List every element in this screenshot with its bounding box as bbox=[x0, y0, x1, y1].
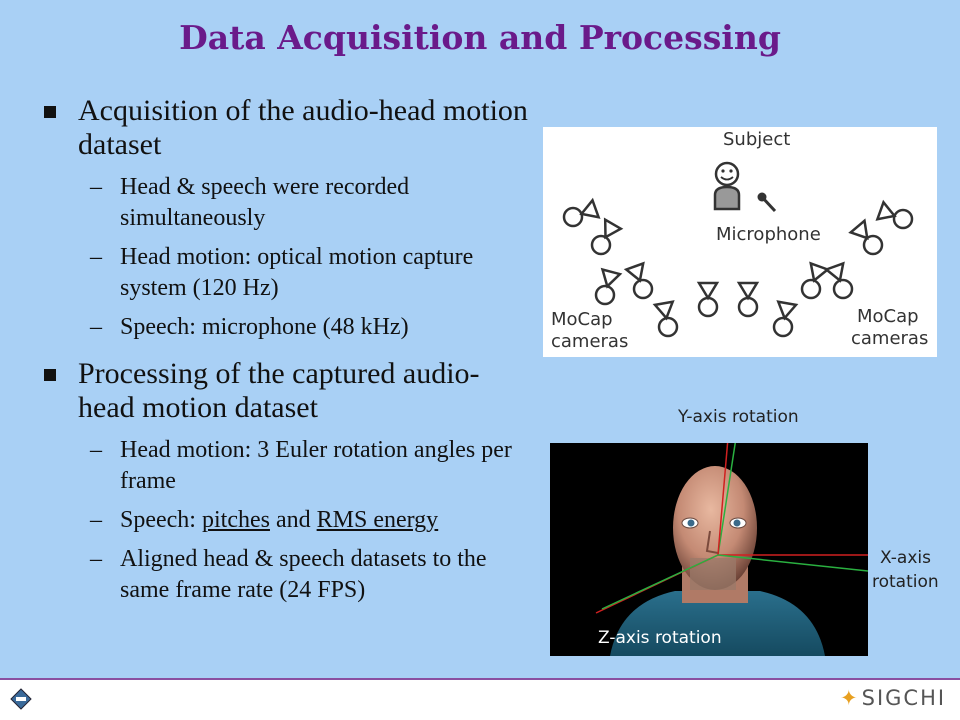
mocap-camera-icon bbox=[697, 296, 719, 318]
mocap-camera-lens-icon bbox=[809, 261, 831, 283]
sub-bullet: –Head motion: optical motion capture sys… bbox=[90, 244, 474, 301]
mocap-camera-icon bbox=[772, 316, 794, 338]
microphone-icon bbox=[757, 192, 777, 213]
mocap-setup-diagram: Subject Microphone MoCap cameras MoCap c… bbox=[543, 127, 937, 357]
mocap-right-label: MoCap cameras bbox=[851, 306, 929, 349]
mocap-camera-lens-icon bbox=[579, 197, 601, 219]
dash-icon: – bbox=[90, 244, 102, 270]
mocap-camera-lens-icon bbox=[776, 300, 799, 321]
mocap-camera-icon bbox=[862, 234, 884, 256]
mocap-camera-icon bbox=[832, 278, 854, 300]
dash-icon: – bbox=[90, 437, 102, 463]
mocap-diagram-drawing bbox=[562, 161, 914, 338]
bullet-processing: Processing of the captured audio-head mo… bbox=[44, 357, 534, 425]
bullet-square-icon bbox=[44, 369, 56, 381]
mocap-camera-lens-icon bbox=[623, 261, 645, 283]
dash-icon: – bbox=[90, 507, 102, 533]
bullet-acquisition: Acquisition of the audio-head motion dat… bbox=[44, 94, 534, 162]
sub-bullet: –Speech: microphone (48 kHz) bbox=[44, 312, 534, 343]
slide-title: Data Acquisition and Processing bbox=[179, 18, 781, 57]
bullet-list: Acquisition of the audio-head motion dat… bbox=[44, 94, 534, 620]
mocap-camera-lens-icon bbox=[696, 281, 720, 301]
mocap-camera-lens-icon bbox=[823, 261, 845, 283]
y-axis-label: Y-axis rotation bbox=[678, 407, 799, 427]
rotation-axes bbox=[595, 443, 868, 614]
mocap-camera-lens-icon bbox=[875, 199, 897, 221]
mocap-camera-icons bbox=[562, 197, 914, 338]
sigchi-person-icon: ✦ bbox=[840, 686, 860, 710]
rms-energy-link[interactable]: RMS energy bbox=[316, 507, 439, 533]
bullet-square-icon bbox=[44, 106, 56, 118]
mocap-camera-icon bbox=[892, 208, 914, 230]
mocap-camera-lens-icon bbox=[652, 300, 675, 321]
processing-subitems: –Head motion: 3 Euler rotation angles pe… bbox=[44, 435, 534, 606]
subject-icon bbox=[713, 161, 741, 211]
head-render-drawing bbox=[595, 443, 868, 656]
mocap-camera-icon bbox=[562, 206, 584, 228]
z-axis-label: Z-axis rotation bbox=[598, 628, 722, 648]
sub-bullet: –Aligned head & speech datasets to the s… bbox=[90, 546, 487, 603]
mocap-camera-icon bbox=[590, 234, 612, 256]
pixelated-mouth bbox=[690, 558, 736, 590]
bullet-text: Processing of the captured audio-head mo… bbox=[78, 357, 480, 424]
acm-diamond-icon bbox=[10, 688, 32, 710]
x-axis-label: X-axis rotation bbox=[872, 548, 939, 592]
footer-divider bbox=[0, 678, 960, 680]
dash-icon: – bbox=[90, 314, 102, 340]
footer bbox=[0, 680, 960, 720]
sub-bullet: –Speech: pitches and RMS energy bbox=[44, 505, 534, 536]
pitches-link[interactable]: pitches bbox=[201, 507, 270, 533]
sub-bullet: –Head & speech were recorded simultaneou… bbox=[90, 174, 410, 231]
sub-bullet: –Head motion: 3 Euler rotation angles pe… bbox=[90, 437, 512, 494]
acquisition-subitems: –Head & speech were recorded simultaneou… bbox=[44, 172, 534, 343]
dash-icon: – bbox=[90, 174, 102, 200]
head-render-image: Z-axis rotation bbox=[550, 443, 868, 656]
dash-icon: – bbox=[90, 546, 102, 572]
mocap-camera-lens-icon bbox=[736, 281, 760, 301]
sigchi-logo: ✦SIGCHI bbox=[840, 686, 947, 710]
mocap-camera-icon bbox=[657, 316, 679, 338]
mocap-left-label: MoCap cameras bbox=[551, 309, 629, 352]
mocap-camera-lens-icon bbox=[600, 267, 623, 289]
shirt bbox=[610, 591, 825, 656]
mocap-camera-icon bbox=[800, 278, 822, 300]
microphone-label: Microphone bbox=[716, 224, 821, 245]
subject-label: Subject bbox=[723, 129, 791, 150]
mocap-camera-lens-icon bbox=[603, 217, 624, 240]
mocap-camera-lens-icon bbox=[848, 218, 869, 240]
acm-logo bbox=[10, 688, 32, 715]
mocap-camera-icon bbox=[632, 278, 654, 300]
mocap-camera-icon bbox=[737, 296, 759, 318]
bullet-text: Acquisition of the audio-head motion dat… bbox=[78, 94, 528, 161]
mocap-camera-icon bbox=[594, 284, 616, 306]
